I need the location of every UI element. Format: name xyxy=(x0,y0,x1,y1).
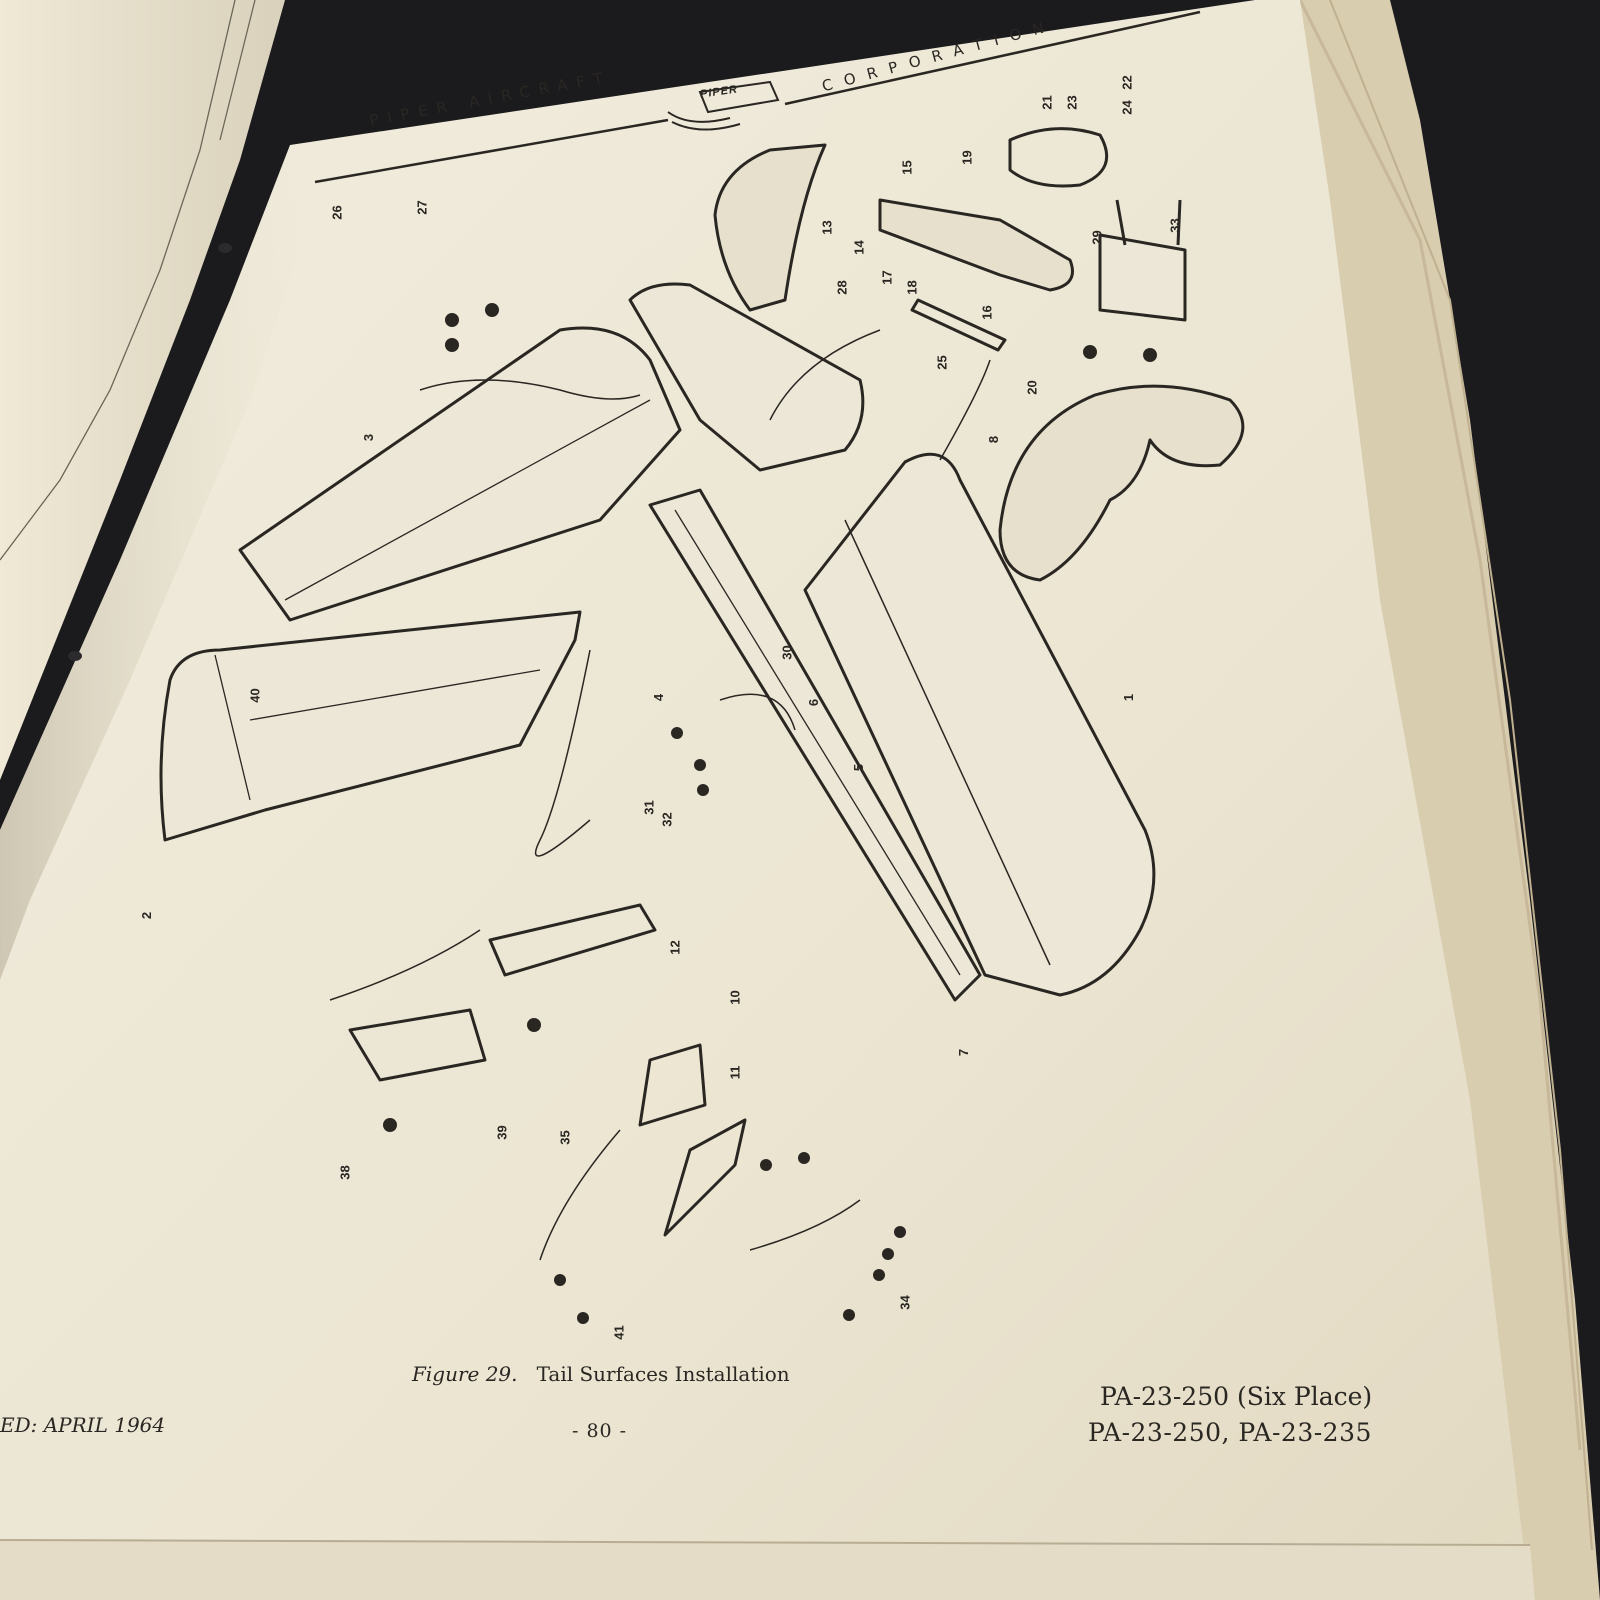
callout-14: 14 xyxy=(851,240,867,255)
revision-date: ED: APRIL 1964 xyxy=(0,1413,166,1437)
tail-drawing xyxy=(159,127,1245,1261)
callout-16: 16 xyxy=(979,305,995,320)
callout-19: 19 xyxy=(959,150,975,165)
model-line-2: PA-23-250, PA-23-235 xyxy=(1088,1418,1372,1447)
callout-3: 3 xyxy=(361,433,377,442)
caption-label: Figure 29. xyxy=(412,1362,518,1386)
callout-26: 26 xyxy=(329,205,345,220)
callout-34: 34 xyxy=(897,1295,913,1310)
left-page xyxy=(0,0,285,780)
callout-40: 40 xyxy=(247,688,263,703)
page-stack-lines xyxy=(1298,0,1582,1451)
piper-logo-wings xyxy=(667,80,780,131)
hardware-parts xyxy=(383,303,1157,1324)
callout-8: 8 xyxy=(986,435,1002,444)
callout-7: 7 xyxy=(956,1048,972,1057)
callout-21: 21 xyxy=(1039,95,1055,110)
callout-22: 22 xyxy=(1119,75,1135,90)
callout-33: 33 xyxy=(1167,218,1183,233)
bottom-page-edge xyxy=(0,1540,1535,1600)
callout-25: 25 xyxy=(934,355,950,370)
callout-17: 17 xyxy=(879,270,895,285)
callout-39: 39 xyxy=(494,1125,510,1140)
binder-rings xyxy=(68,243,232,661)
callout-6: 6 xyxy=(806,698,822,707)
callout-24: 24 xyxy=(1119,100,1135,115)
callout-32: 32 xyxy=(659,812,675,827)
callout-12: 12 xyxy=(667,940,683,955)
callout-10: 10 xyxy=(727,990,743,1005)
callout-28: 28 xyxy=(834,280,850,295)
callout-31: 31 xyxy=(641,800,657,815)
callout-35: 35 xyxy=(557,1130,573,1145)
callout-41: 41 xyxy=(611,1325,627,1340)
callout-11: 11 xyxy=(727,1065,743,1080)
callout-38: 38 xyxy=(337,1165,353,1180)
page-number: - 80 - xyxy=(572,1420,628,1442)
callout-4: 4 xyxy=(651,693,667,702)
callout-23: 23 xyxy=(1064,95,1080,110)
callout-18: 18 xyxy=(904,280,920,295)
figure-caption: Figure 29. Tail Surfaces Installation xyxy=(412,1362,790,1386)
model-line-1: PA-23-250 (Six Place) xyxy=(1100,1382,1373,1411)
callout-20: 20 xyxy=(1024,380,1040,395)
caption-title: Tail Surfaces Installation xyxy=(536,1362,790,1386)
callout-29: 29 xyxy=(1089,230,1105,245)
callout-15: 15 xyxy=(899,160,915,175)
callout-1: 1 xyxy=(1121,693,1137,702)
callout-13: 13 xyxy=(819,220,835,235)
callout-30: 30 xyxy=(779,645,795,660)
callout-2: 2 xyxy=(139,911,155,920)
callout-27: 27 xyxy=(414,200,430,215)
callout-5: 5 xyxy=(851,763,867,772)
